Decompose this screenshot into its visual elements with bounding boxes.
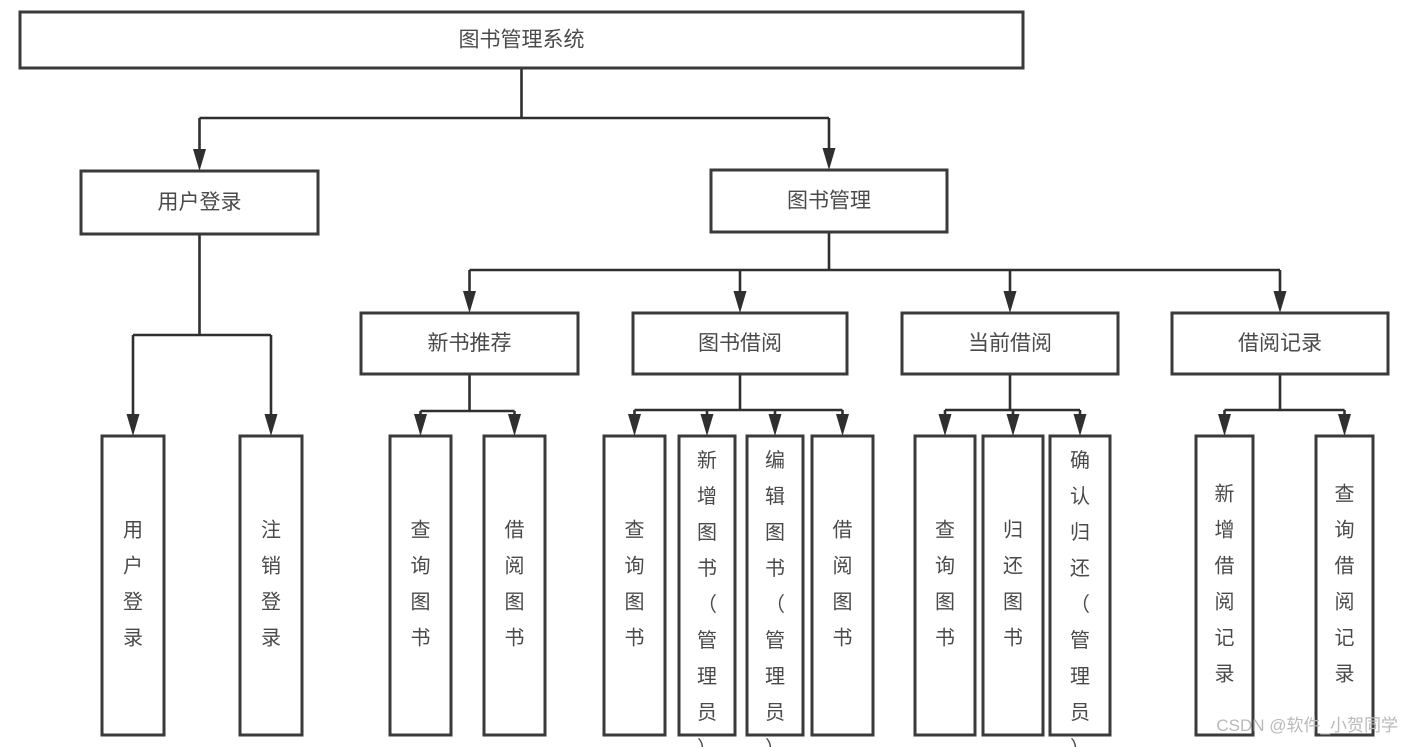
connector-layer [126, 68, 1351, 436]
node-box-leaf-edit-book[interactable] [745, 434, 805, 737]
node-label-current-borrow: 当前借阅 [968, 332, 1052, 355]
node-current-borrow[interactable]: 当前借阅 [900, 311, 1120, 376]
node-label-leaf-borrow-book-1: 借阅图书 [505, 519, 525, 650]
node-box-leaf-add-book[interactable] [677, 434, 737, 737]
node-box-book-borrow[interactable] [631, 311, 849, 376]
edge-group-current-borrow [938, 374, 1087, 436]
node-label-leaf-edit-book: 编辑图书（管理员） [765, 449, 785, 747]
node-box-current-borrow[interactable] [900, 311, 1120, 376]
node-leaf-confirm-return[interactable]: 确认归还（管理员） [1048, 434, 1112, 747]
node-box-leaf-return-book[interactable] [981, 434, 1045, 737]
node-borrow-record[interactable]: 借阅记录 [1170, 311, 1390, 376]
edge-group-user-login [126, 234, 278, 436]
node-box-user-login[interactable] [79, 169, 320, 236]
node-label-user-login: 用户登录 [158, 191, 242, 214]
node-leaf-query-book-3[interactable]: 查询图书 [913, 434, 977, 737]
edge-group-book-borrow [628, 374, 849, 436]
node-label-root: 图书管理系统 [459, 29, 585, 52]
node-box-borrow-record[interactable] [1170, 311, 1390, 376]
node-leaf-query-record[interactable]: 查询借阅记录 [1314, 434, 1375, 737]
node-leaf-add-record[interactable]: 新增借阅记录 [1194, 434, 1255, 737]
node-label-leaf-query-book-2: 查询图书 [625, 519, 645, 650]
node-box-leaf-query-book-3[interactable] [913, 434, 977, 737]
node-user-login[interactable]: 用户登录 [79, 169, 320, 236]
node-leaf-return-book[interactable]: 归还图书 [981, 434, 1045, 737]
node-label-new-book-recommend: 新书推荐 [428, 332, 512, 355]
node-box-leaf-borrow-book-2[interactable] [810, 434, 875, 737]
node-box-root[interactable] [18, 10, 1025, 70]
node-box-leaf-borrow-book-1[interactable] [482, 434, 547, 737]
edge-group-borrow-record [1218, 374, 1351, 436]
node-label-leaf-add-book: 新增图书（管理员） [697, 449, 717, 747]
edge-group-root [193, 68, 836, 171]
node-box-book-manage[interactable] [709, 168, 949, 234]
node-leaf-query-book-2[interactable]: 查询图书 [602, 434, 667, 737]
edge-group-book-manage [463, 232, 1287, 313]
node-book-borrow[interactable]: 图书借阅 [631, 311, 849, 376]
node-leaf-query-book-1[interactable]: 查询图书 [388, 434, 453, 737]
node-leaf-edit-book[interactable]: 编辑图书（管理员） [745, 434, 805, 747]
node-label-book-borrow: 图书借阅 [698, 332, 782, 355]
node-leaf-borrow-book-1[interactable]: 借阅图书 [482, 434, 547, 737]
node-label-leaf-add-record: 新增借阅记录 [1215, 483, 1235, 686]
node-label-leaf-query-book-3: 查询图书 [935, 519, 955, 650]
csdn-watermark: CSDN @软件_小贺同学 [1216, 716, 1398, 735]
node-box-leaf-add-record[interactable] [1194, 434, 1255, 737]
node-book-manage[interactable]: 图书管理 [709, 168, 949, 234]
node-label-leaf-borrow-book-2: 借阅图书 [833, 519, 853, 650]
node-box-leaf-user-login[interactable] [100, 434, 166, 737]
node-box-leaf-query-record[interactable] [1314, 434, 1375, 737]
node-leaf-user-logout[interactable]: 注销登录 [238, 434, 304, 737]
node-label-leaf-user-logout: 注销登录 [261, 519, 281, 650]
node-leaf-add-book[interactable]: 新增图书（管理员） [677, 434, 737, 747]
node-layer: 图书管理系统用户登录图书管理新书推荐图书借阅当前借阅借阅记录用户登录注销登录查询… [18, 10, 1390, 747]
node-box-leaf-query-book-1[interactable] [388, 434, 453, 737]
node-leaf-borrow-book-2[interactable]: 借阅图书 [810, 434, 875, 737]
node-label-leaf-user-login: 用户登录 [123, 520, 143, 650]
node-box-leaf-query-book-2[interactable] [602, 434, 667, 737]
node-label-leaf-query-record: 查询借阅记录 [1335, 483, 1355, 686]
node-label-book-manage: 图书管理 [787, 190, 871, 213]
node-label-leaf-return-book: 归还图书 [1003, 519, 1023, 650]
node-label-borrow-record: 借阅记录 [1238, 332, 1322, 355]
node-leaf-user-login[interactable]: 用户登录 [100, 434, 166, 737]
node-root[interactable]: 图书管理系统 [18, 10, 1025, 70]
node-box-leaf-confirm-return[interactable] [1048, 434, 1112, 737]
node-box-leaf-user-logout[interactable] [238, 434, 304, 737]
edge-group-new-book-recommend [414, 374, 521, 436]
node-new-book-recommend[interactable]: 新书推荐 [359, 311, 580, 376]
node-label-leaf-confirm-return: 确认归还（管理员） [1070, 449, 1090, 747]
node-label-leaf-query-book-1: 查询图书 [411, 519, 431, 650]
node-box-new-book-recommend[interactable] [359, 311, 580, 376]
